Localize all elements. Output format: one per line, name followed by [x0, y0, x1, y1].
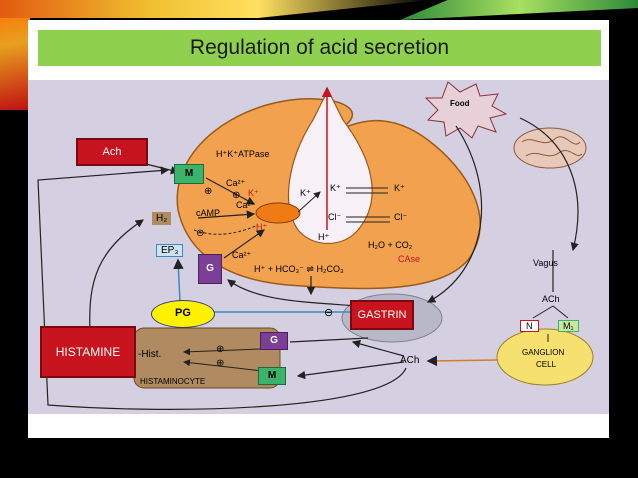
k-plus-inner-label: K⁺	[248, 188, 259, 198]
food-label: Food	[450, 99, 470, 108]
h2-receptor-label: H₂	[152, 212, 172, 225]
gastrin-box: GASTRIN	[350, 300, 414, 330]
slide-title: Regulation of acid secretion	[189, 36, 450, 59]
hist-label: -Hist.	[138, 349, 162, 360]
minus-sign: ⊖	[196, 228, 205, 239]
g-receptor-lower: G	[260, 332, 288, 350]
case-label: CAse	[398, 254, 421, 264]
pg-ellipse: PG	[151, 300, 215, 328]
plus-sign: ⊕	[216, 344, 225, 355]
ca2-low-label: Ca²⁺	[232, 250, 252, 260]
cl-right-label: Cl⁻	[394, 212, 408, 222]
k-plus-right-left-label: K⁺	[330, 183, 341, 193]
plus-sign: ⊕	[232, 190, 241, 201]
h-k-atpase-label: H⁺K⁺ATPase	[216, 149, 270, 159]
ach-box: Ach	[76, 138, 148, 166]
ep3-receptor-label: EP₃	[156, 244, 184, 257]
histaminocyte-label: HISTAMINOCYTE	[140, 377, 206, 386]
ach-lower-label: ACh	[400, 355, 420, 366]
m-receptor-top: M	[174, 164, 204, 184]
plus-sign: ⊕	[216, 358, 225, 369]
h2o-co2-label: H₂O + CO₂	[368, 240, 413, 250]
ganglion-label: GANGLION	[522, 348, 565, 357]
minus-sign: ⊖	[324, 307, 334, 319]
bicarb-equation-label: H⁺ + HCO₃⁻ ⇌ H₂CO₃	[254, 264, 344, 274]
ach-vagus-label: ACh	[542, 294, 560, 304]
ganglion-cell	[496, 328, 594, 386]
decor-stripe-top	[0, 0, 430, 18]
m-receptor-lower: M	[258, 367, 286, 385]
nucleus	[255, 202, 301, 224]
ca2-top-label: Ca²⁺	[226, 178, 246, 188]
diagram-drawing	[37, 81, 594, 410]
food-burst	[424, 81, 508, 139]
cell-label: CELL	[536, 360, 557, 369]
decor-stripe-green	[400, 0, 638, 20]
plus-sign: ⊕	[204, 186, 213, 197]
decor-stripe-orange	[0, 0, 30, 110]
canaliculus	[287, 88, 373, 244]
camp-label: cAMP	[196, 208, 221, 218]
k-plus-top-label: K⁺	[300, 188, 311, 198]
n-receptor-label: N	[520, 320, 539, 332]
h-plus-lumen-label: H⁺	[318, 232, 330, 242]
brain	[513, 127, 587, 169]
h-plus-inner-label: H⁺	[256, 222, 268, 232]
k-plus-right-right-label: K⁺	[394, 183, 405, 193]
diagram-figure: Ach GASTRIN HISTAMINE M M G G PG Food H⁺…	[28, 80, 609, 414]
m1-receptor-label: M₁	[558, 320, 579, 332]
histamine-box: HISTAMINE	[40, 326, 136, 378]
vagus-label: Vagus	[533, 258, 558, 268]
ca2-mid-label: Ca²⁺	[236, 200, 256, 210]
title-bar	[38, 30, 601, 66]
g-receptor-mid: G	[198, 254, 222, 284]
cl-left-label: Cl⁻	[328, 212, 342, 222]
